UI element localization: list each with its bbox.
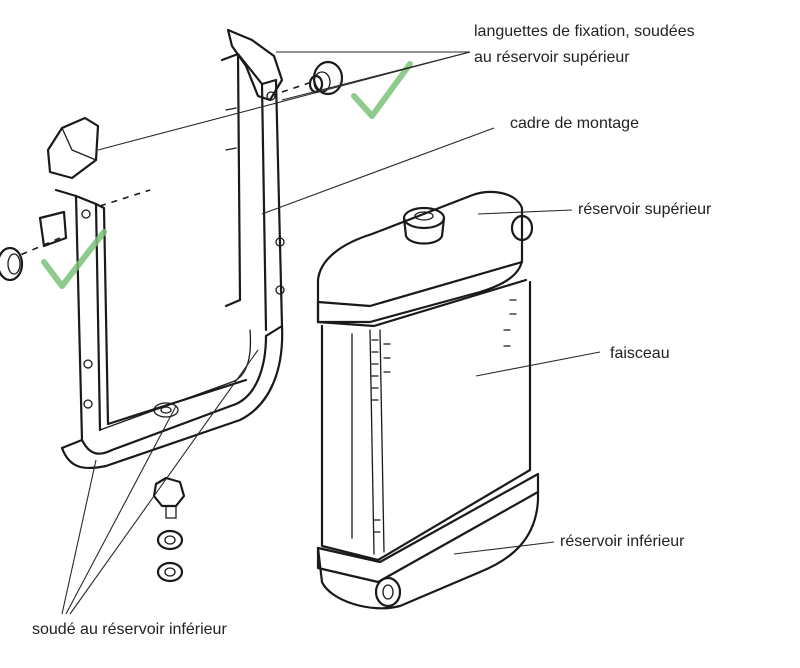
label-core: faisceau bbox=[610, 345, 670, 362]
rubber-bush-left bbox=[0, 246, 24, 282]
label-tabs-line2: au réservoir supérieur bbox=[474, 49, 630, 66]
checkmark-icon bbox=[41, 229, 107, 289]
checkmark-icon bbox=[351, 61, 413, 119]
radiator bbox=[316, 190, 540, 610]
label-lower-tank: réservoir inférieur bbox=[560, 533, 685, 550]
label-upper-tank: réservoir supérieur bbox=[578, 201, 712, 218]
label-tabs-line1: languettes de fixation, soudées bbox=[474, 23, 695, 40]
label-welded-lower: soudé au réservoir inférieur bbox=[32, 621, 227, 638]
mounting-frame bbox=[17, 28, 313, 470]
rubber-bush-top bbox=[308, 60, 344, 96]
bolt-stack bbox=[152, 476, 186, 583]
leader-lines bbox=[61, 51, 601, 615]
label-frame: cadre de montage bbox=[510, 115, 639, 132]
